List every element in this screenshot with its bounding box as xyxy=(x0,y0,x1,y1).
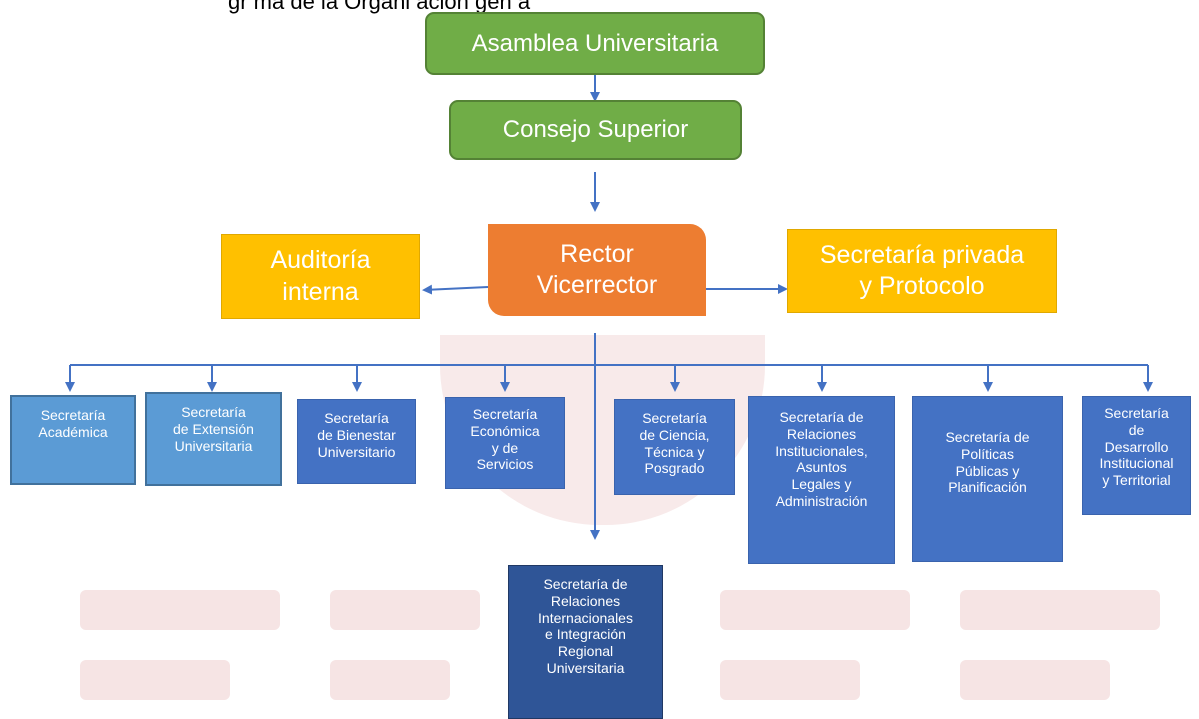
node-secretaria-economica: Secretaría Económica y de Servicios xyxy=(445,397,565,489)
arrow-rector-auditoria xyxy=(422,284,489,295)
node-secretaria-extension: Secretaría de Extensión Universitaria xyxy=(145,392,282,486)
node-auditoria-interna: Auditoría interna xyxy=(221,234,420,319)
node-secretaria-privada: Secretaría privada y Protocolo xyxy=(787,229,1057,313)
node-secretaria-relaciones-institucionales: Secretaría de Relaciones Institucionales… xyxy=(748,396,895,564)
node-secretaria-ciencia: Secretaría de Ciencia, Técnica y Posgrad… xyxy=(614,399,735,495)
watermark-block xyxy=(80,660,230,700)
node-secretaria-bienestar: Secretaría de Bienestar Universitario xyxy=(297,399,416,484)
node-secretaria-politicas: Secretaría de Políticas Públicas y Plani… xyxy=(912,396,1063,562)
node-secretaria-academica: Secretaría Académica xyxy=(10,395,136,485)
watermark-block xyxy=(960,590,1160,630)
watermark-block xyxy=(330,660,450,700)
watermark-block xyxy=(720,660,860,700)
watermark-block xyxy=(960,660,1110,700)
watermark-block xyxy=(330,590,480,630)
watermark-block xyxy=(80,590,280,630)
watermark-block xyxy=(720,590,910,630)
node-consejo-superior: Consejo Superior xyxy=(449,100,742,160)
node-rector-vicerrector: Rector Vicerrector xyxy=(488,224,706,316)
node-secretaria-desarrollo: Secretaría de Desarrollo Institucional y… xyxy=(1082,396,1191,515)
node-asamblea-universitaria: Asamblea Universitaria xyxy=(425,12,765,75)
node-secretaria-relaciones-internacionales: Secretaría de Relaciones Internacionales… xyxy=(508,565,663,719)
caption-fragment: gr ma de la Organi ación gén a xyxy=(228,0,531,14)
